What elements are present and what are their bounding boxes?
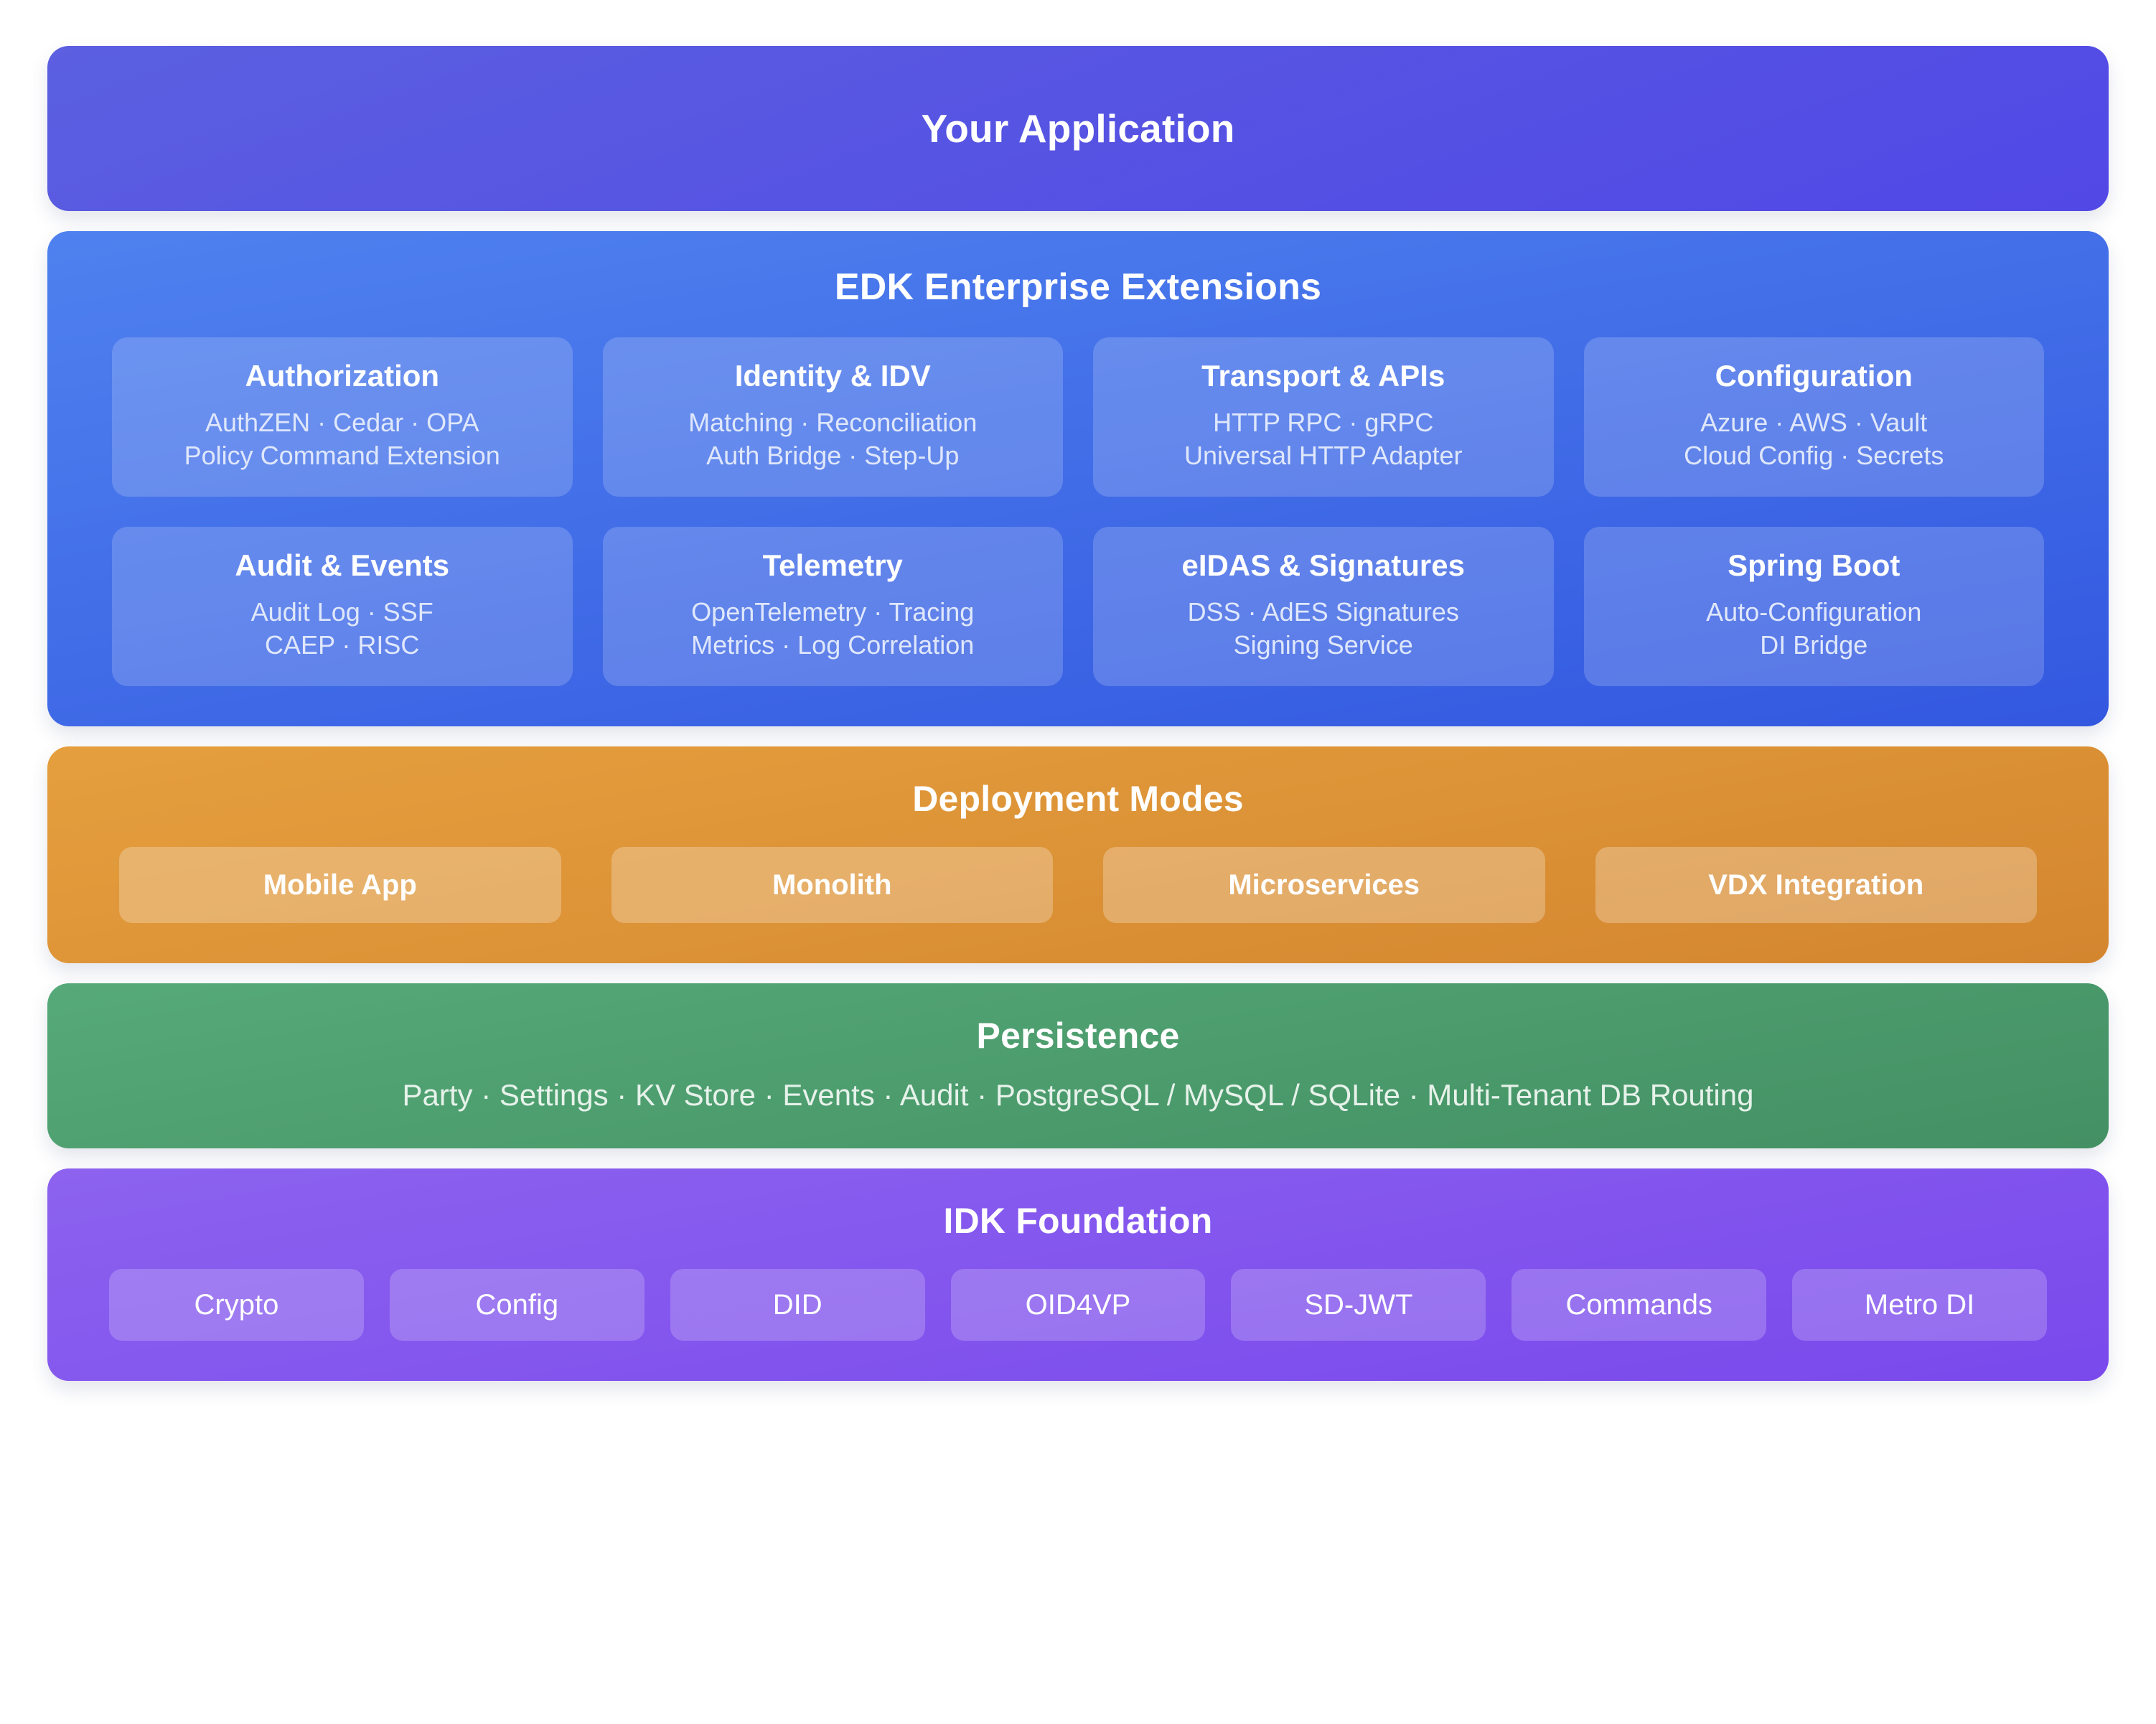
edk-card-title: eIDAS & Signatures (1181, 548, 1465, 583)
idk-module-row: Crypto Config DID OID4VP SD-JWT Commands… (109, 1269, 2047, 1341)
layer-title-idk-foundation: IDK Foundation (943, 1201, 1213, 1242)
edk-card-audit-events[interactable]: Audit & Events Audit Log · SSF CAEP · RI… (112, 527, 573, 687)
edk-card-spring-boot[interactable]: Spring Boot Auto-Configuration DI Bridge (1583, 527, 2044, 687)
edk-card-grid: Authorization AuthZEN · Cedar · OPA Poli… (112, 337, 2044, 687)
deployment-mode-vdx-integration[interactable]: VDX Integration (1595, 847, 2037, 924)
edk-card-identity-idv[interactable]: Identity & IDV Matching · Reconciliation… (602, 337, 1063, 497)
layer-persistence: Persistence Party · Settings · KV Store … (47, 983, 2109, 1149)
edk-card-title: Transport & APIs (1201, 359, 1445, 393)
edk-card-configuration[interactable]: Configuration Azure · AWS · Vault Cloud … (1583, 337, 2044, 497)
edk-card-title: Authorization (245, 359, 440, 393)
edk-card-line-1: HTTP RPC · gRPC (1213, 408, 1434, 437)
edk-card-line-2: Cloud Config · Secrets (1684, 441, 1944, 471)
edk-card-line-2: DI Bridge (1760, 630, 1868, 660)
edk-card-title: Audit & Events (235, 548, 450, 583)
edk-card-line-2: Policy Command Extension (184, 441, 500, 471)
edk-card-line-2: Signing Service (1233, 630, 1413, 660)
idk-module-did[interactable]: DID (670, 1269, 925, 1341)
deployment-mode-monolith[interactable]: Monolith (611, 847, 1053, 924)
deployment-mode-microservices[interactable]: Microservices (1103, 847, 1545, 924)
layer-your-application: Your Application (47, 46, 2109, 211)
edk-card-line-2: Universal HTTP Adapter (1184, 441, 1463, 471)
edk-card-title: Identity & IDV (734, 359, 931, 393)
layer-title-edk: EDK Enterprise Extensions (834, 266, 1322, 308)
edk-card-line-1: Audit Log · SSF (250, 597, 433, 627)
edk-card-line-1: OpenTelemetry · Tracing (691, 597, 975, 627)
layer-title-your-application: Your Application (921, 106, 1235, 151)
idk-module-metro-di[interactable]: Metro DI (1792, 1269, 2047, 1341)
idk-module-config[interactable]: Config (389, 1269, 645, 1341)
edk-card-line-1: DSS · AdES Signatures (1187, 597, 1459, 627)
layer-title-persistence: Persistence (976, 1016, 1180, 1057)
edk-card-line-1: Matching · Reconciliation (688, 408, 978, 437)
edk-card-transport-apis[interactable]: Transport & APIs HTTP RPC · gRPC Univers… (1093, 337, 1554, 497)
layer-idk-foundation: IDK Foundation Crypto Config DID OID4VP … (47, 1168, 2109, 1382)
layer-edk-enterprise-extensions: EDK Enterprise Extensions Authorization … (47, 231, 2109, 727)
edk-card-line-2: Metrics · Log Correlation (691, 630, 975, 660)
edk-card-eidas-signatures[interactable]: eIDAS & Signatures DSS · AdES Signatures… (1093, 527, 1554, 687)
edk-card-line-1: AuthZEN · Cedar · OPA (205, 408, 479, 437)
edk-card-title: Spring Boot (1728, 548, 1900, 583)
edk-card-line-1: Auto-Configuration (1706, 597, 1922, 627)
idk-module-sd-jwt[interactable]: SD-JWT (1231, 1269, 1486, 1341)
layer-deployment-modes: Deployment Modes Mobile App Monolith Mic… (47, 746, 2109, 964)
edk-card-line-1: Azure · AWS · Vault (1700, 408, 1928, 437)
edk-card-line-2: Auth Bridge · Step-Up (706, 441, 960, 471)
edk-card-title: Configuration (1715, 359, 1913, 393)
edk-card-authorization[interactable]: Authorization AuthZEN · Cedar · OPA Poli… (112, 337, 573, 497)
edk-card-title: Telemetry (762, 548, 903, 583)
layer-title-deployment-modes: Deployment Modes (912, 779, 1244, 820)
edk-card-line-2: CAEP · RISC (265, 630, 420, 660)
idk-module-crypto[interactable]: Crypto (109, 1269, 364, 1341)
deployment-mode-row: Mobile App Monolith Microservices VDX In… (119, 847, 2037, 924)
idk-module-oid4vp[interactable]: OID4VP (950, 1269, 1206, 1341)
idk-module-commands[interactable]: Commands (1511, 1269, 1767, 1341)
deployment-mode-mobile-app[interactable]: Mobile App (119, 847, 561, 924)
persistence-summary: Party · Settings · KV Store · Events · A… (402, 1078, 1754, 1112)
edk-card-telemetry[interactable]: Telemetry OpenTelemetry · Tracing Metric… (602, 527, 1063, 687)
